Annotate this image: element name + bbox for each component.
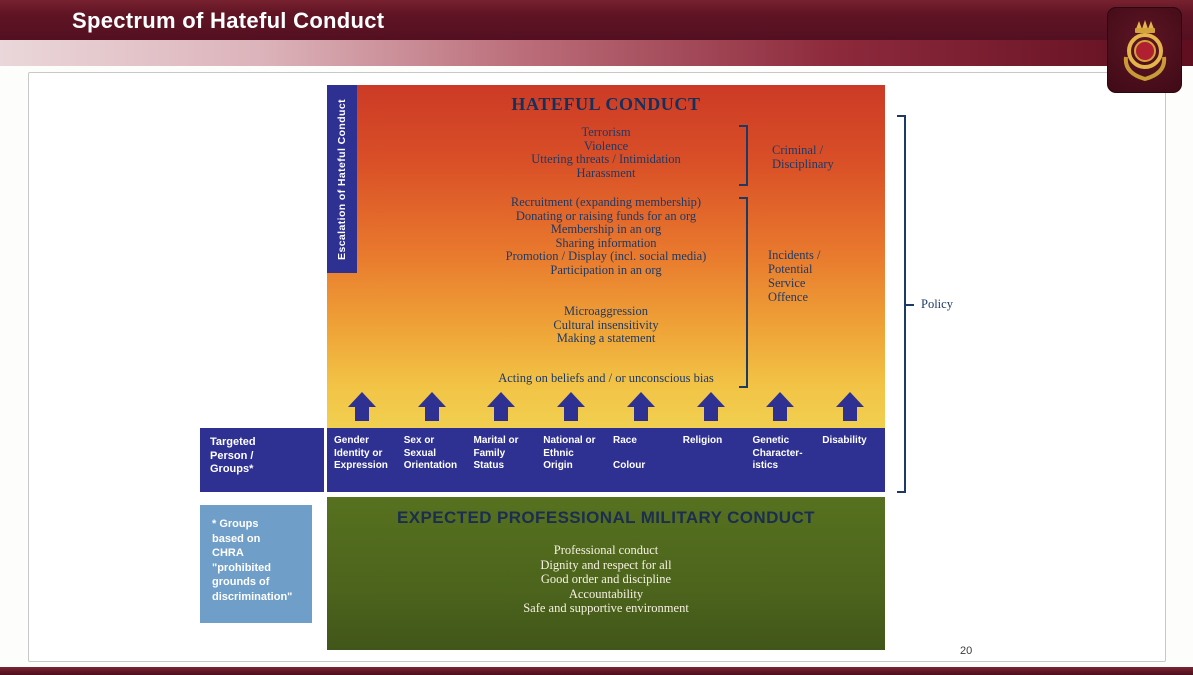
criminal-bracket	[739, 125, 748, 186]
ground-genetic-characteristics: Genetic Character- istics	[752, 435, 803, 471]
conduct-item: Uttering threats / Intimidation	[531, 152, 681, 166]
up-arrow-icon	[836, 392, 865, 423]
up-arrow-icon	[626, 392, 655, 423]
policy-bracket-label: Policy	[921, 297, 953, 311]
expected-conduct-box: EXPECTED PROFESSIONAL MILITARY CONDUCT P…	[327, 497, 885, 650]
military-crest-icon	[1123, 20, 1166, 82]
conduct-item: Sharing information	[555, 235, 657, 250]
conduct-item: Terrorism	[581, 125, 631, 139]
expected-conduct-item: Good order and discipline	[540, 572, 672, 586]
incidents-bracket	[739, 197, 748, 388]
expected-conduct-item: Dignity and respect for all	[540, 557, 672, 572]
policy-bracket	[897, 115, 914, 493]
criminal-bracket-label: Criminal / Disciplinary	[772, 143, 834, 171]
ground-disability: Disability	[822, 435, 867, 446]
criminal-conduct-group: Terrorism Violence Uttering threats / In…	[327, 125, 885, 180]
slide-bottom-edge	[0, 667, 1193, 675]
ground-religion: Religion	[682, 435, 723, 446]
expected-conduct-item: Professional conduct	[553, 543, 659, 557]
incidents-bracket-label: Incidents / Potential Service Offence	[768, 248, 821, 304]
up-arrow-icon	[347, 392, 376, 423]
title-bar: Spectrum of Hateful Conduct	[0, 0, 1193, 40]
ground-marital-family-status: Marital or Family Status	[473, 435, 519, 471]
expected-conduct-list: Professional conduct Dignity and respect…	[327, 543, 885, 616]
escalation-axis-label: Escalation of Hateful Conduct	[336, 98, 348, 260]
conduct-item: Acting on beliefs and / or unconscious b…	[498, 371, 714, 385]
up-arrow-icon	[417, 392, 446, 423]
conduct-item: Donating or raising funds for an org	[515, 208, 697, 223]
up-arrow-icon	[557, 392, 586, 423]
conduct-item: Harassment	[576, 165, 636, 180]
incident-conduct-group-1: Recruitment (expanding membership) Donat…	[327, 195, 885, 277]
conduct-item: Microaggression	[563, 304, 648, 318]
header-accent-band	[0, 40, 1193, 66]
targeted-groups-label: Targeted Person / Groups*	[200, 428, 324, 492]
incident-conduct-group-2: Microaggression Cultural insensitivity M…	[327, 304, 885, 346]
conduct-item: Promotion / Display (incl. social media)	[505, 249, 707, 263]
conduct-item: Cultural insensitivity	[553, 317, 659, 332]
military-crest-logo	[1107, 7, 1182, 93]
prohibited-grounds-band: Gender Identity or Expression Sex or Sex…	[327, 428, 885, 492]
ground-sexual-orientation: Sex or Sexual Orientation	[403, 435, 458, 471]
conduct-item: Making a statement	[556, 331, 656, 345]
conduct-item: Membership in an org	[550, 222, 662, 236]
up-arrow-icon	[696, 392, 725, 423]
expected-conduct-item: Safe and supportive environment	[523, 601, 689, 615]
escalation-axis: Escalation of Hateful Conduct	[327, 85, 357, 273]
ground-national-ethnic-origin: National or Ethnic Origin	[543, 435, 596, 471]
conduct-item: Violence	[583, 138, 629, 153]
ground-gender-identity: Gender Identity or Expression	[334, 435, 388, 471]
escalation-arrows	[327, 392, 885, 426]
page-title: Spectrum of Hateful Conduct	[72, 8, 385, 33]
chra-footnote: * Groups based on CHRA "prohibited groun…	[200, 505, 312, 623]
up-arrow-icon	[487, 392, 516, 423]
page-number: 20	[960, 645, 973, 657]
expected-conduct-item: Accountability	[568, 586, 644, 601]
expected-conduct-title: EXPECTED PROFESSIONAL MILITARY CONDUCT	[397, 508, 815, 527]
conduct-item: Participation in an org	[550, 262, 662, 277]
hateful-conduct-spectrum: HATEFUL CONDUCT Terrorism Violence Utter…	[327, 85, 885, 428]
incident-conduct-group-3: Acting on beliefs and / or unconscious b…	[327, 371, 885, 386]
hateful-conduct-title: HATEFUL CONDUCT	[511, 94, 701, 114]
conduct-item: Recruitment (expanding membership)	[510, 195, 702, 209]
up-arrow-icon	[766, 392, 795, 423]
ground-race-colour: Race Colour	[613, 435, 646, 471]
